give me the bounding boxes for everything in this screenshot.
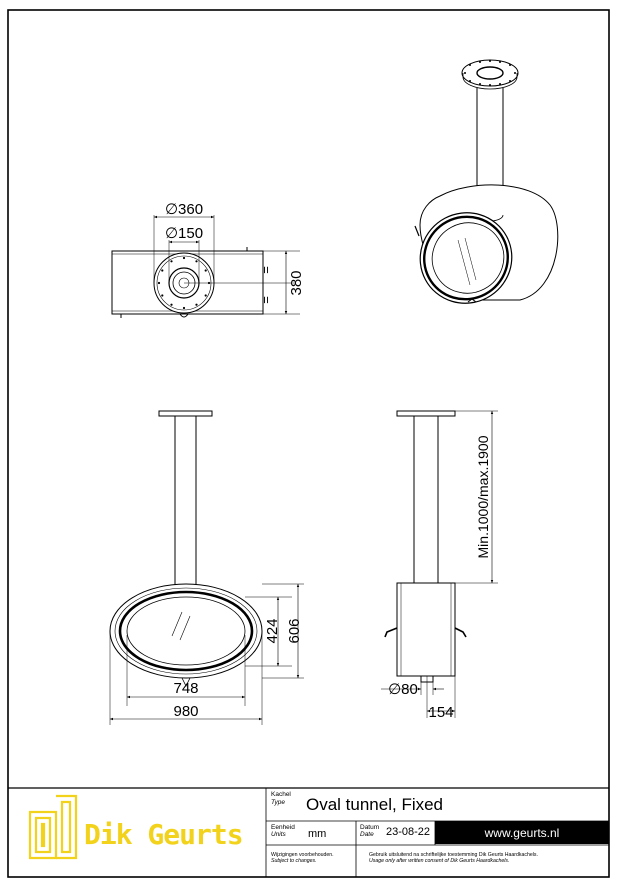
side-view (381, 410, 498, 718)
type-label-nl: Kachel (271, 791, 291, 798)
date-label-nl: Datum (360, 824, 380, 831)
dim-top-inner-diameter: ∅150 (165, 225, 203, 242)
drawing-border (7, 9, 610, 878)
front-view (109, 410, 304, 725)
date-label-en: Date (360, 831, 374, 838)
brand-wordmark: Dik Geurts (84, 818, 244, 851)
top-view (111, 215, 300, 318)
website-link[interactable]: www.geurts.nl (484, 826, 560, 840)
usage-note-nl: Gebruik uitsluitend na schriftelijke toe… (369, 852, 538, 858)
dim-side-pipe-length: Min.1000/max.1900 (475, 435, 491, 558)
date-value: 23-08-22 (386, 826, 431, 838)
website-box: www.geurts.nl (435, 821, 609, 844)
units-label-en: Units (271, 831, 286, 838)
dim-front-total-width: 980 (173, 703, 198, 720)
dim-side-flue-diameter: ∅80 (388, 681, 418, 698)
units-label-nl: Eenheid (271, 824, 295, 831)
isometric-view (414, 59, 559, 304)
dim-front-total-height: 606 (286, 618, 303, 643)
dim-top-outer-diameter: ∅360 (165, 201, 203, 218)
dim-top-equal-upper: = (258, 266, 273, 274)
changes-note-en: Subject to changes. (271, 858, 317, 864)
units-value: mm (308, 828, 327, 840)
dik-geurts-logo-icon (28, 794, 78, 860)
usage-note-en: Usage only after written consent of Dik … (369, 858, 510, 864)
changes-note-nl: Wijzigingen voorbehouden. (271, 852, 334, 858)
dim-front-glass-height: 424 (264, 618, 281, 643)
dim-side-offset: 154 (428, 704, 453, 721)
dim-front-glass-width: 748 (173, 680, 198, 697)
dim-top-equal-lower: = (258, 296, 273, 304)
type-label-en: Type (271, 799, 285, 806)
type-value: Oval tunnel, Fixed (306, 795, 444, 814)
dim-top-depth: 380 (288, 270, 305, 295)
